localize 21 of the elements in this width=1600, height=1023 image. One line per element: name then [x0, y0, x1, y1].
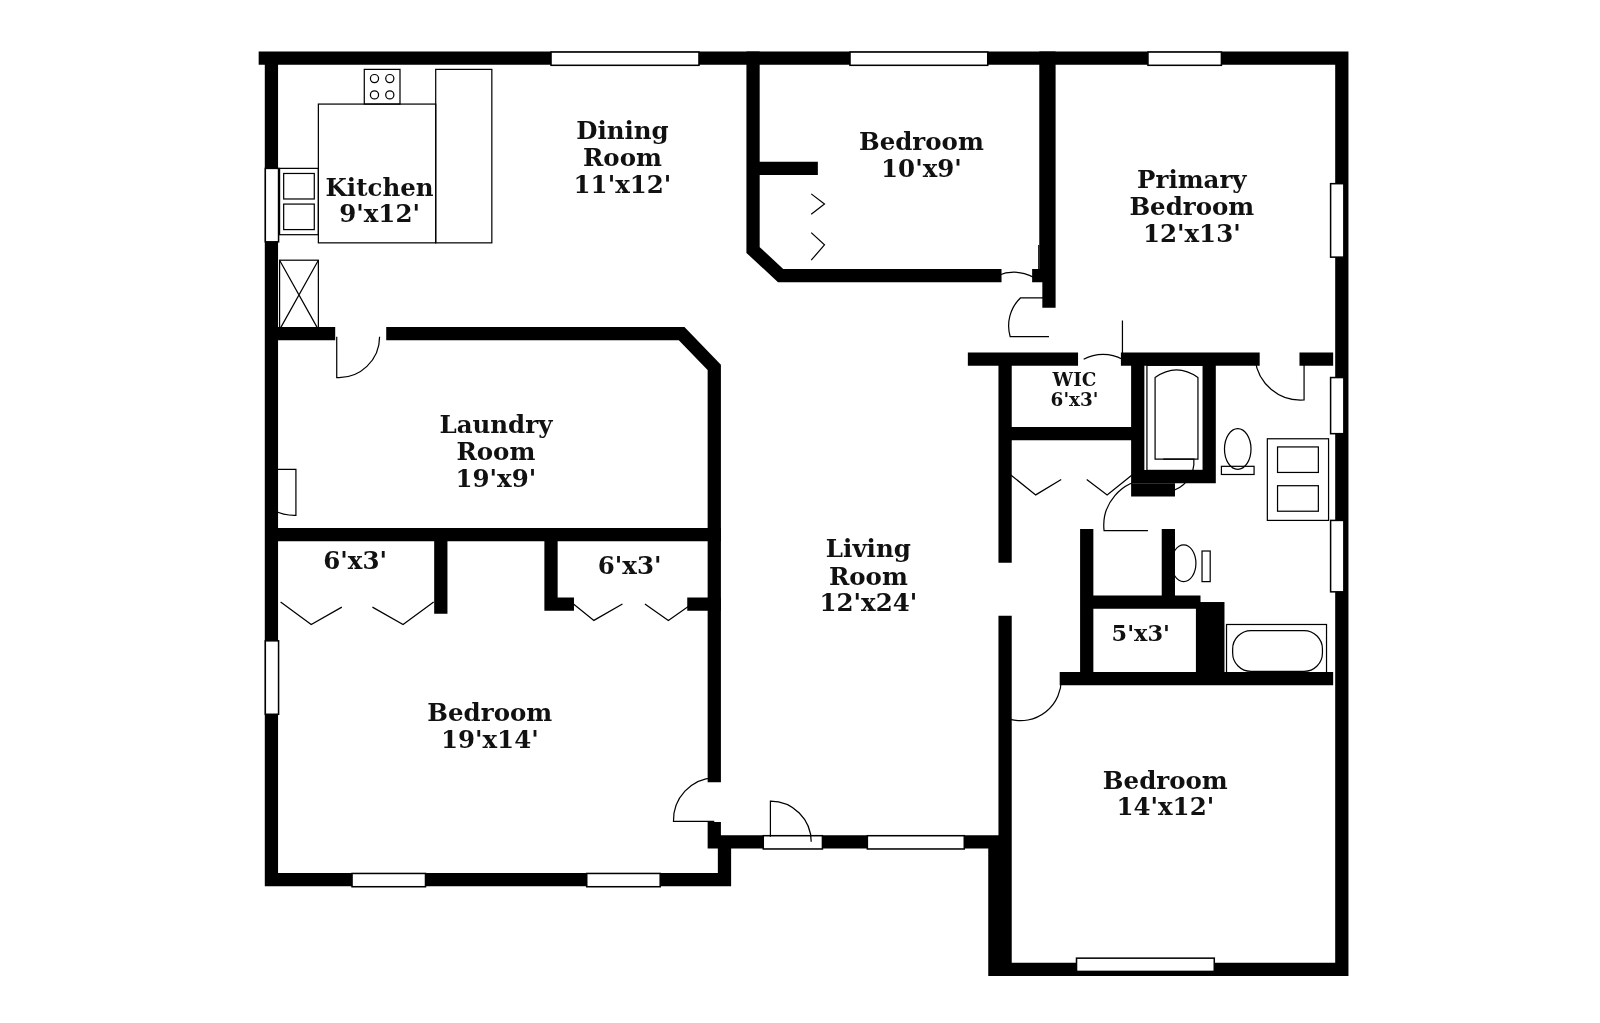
room-dimensions: 6'x3': [597, 552, 662, 580]
room-dimensions: 6'x3': [1050, 389, 1099, 410]
room-name: Laundry Room: [438, 411, 554, 466]
room-dimensions: 11'x12': [573, 171, 672, 199]
room-dimensions: 14'x12': [1116, 793, 1215, 821]
room-dimensions: 10'x9': [881, 155, 962, 183]
room-dimensions: 6'x3': [323, 547, 387, 575]
room-name: Dining Room: [575, 117, 670, 172]
room-dimensions: 19'x14': [440, 726, 539, 754]
room-name: Primary Bedroom: [1128, 166, 1256, 221]
room-name: Bedroom: [1102, 766, 1228, 794]
room-dimensions: 9'x12': [339, 201, 420, 228]
room-dimensions: 19'x9': [455, 465, 537, 493]
room-name: Bedroom: [858, 128, 984, 156]
room-name: WIC: [1052, 369, 1097, 390]
room-name: Living Room: [824, 536, 912, 590]
room-dimensions: 12'x13': [1142, 220, 1241, 248]
room-name: Bedroom: [427, 699, 553, 727]
room-dimensions: 12'x24': [819, 590, 918, 617]
room-name: Kitchen: [325, 174, 434, 201]
room-dimensions: 5'x3': [1111, 620, 1170, 645]
